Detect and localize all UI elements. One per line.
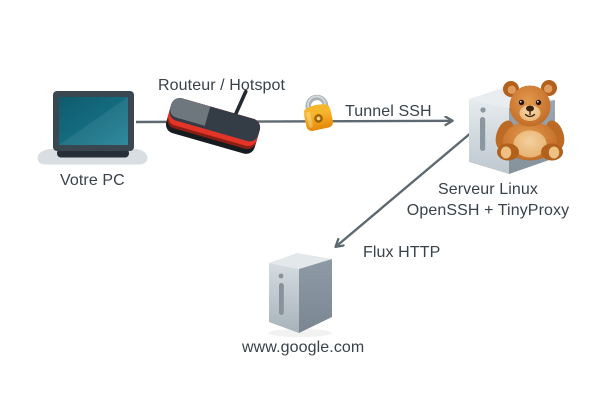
router-icon [165, 89, 261, 154]
ssh-tunnel-label: Tunnel SSH [345, 103, 432, 120]
laptop-keyboard [57, 149, 129, 158]
server-vent-slot [480, 117, 486, 151]
google-server-label: www.google.com [242, 339, 365, 356]
laptop-icon [37, 91, 148, 165]
linux-server-label: Serveur Linux OpenSSH + TinyProxy [398, 179, 578, 221]
server-front-face [269, 263, 299, 333]
server-power-dot [278, 273, 284, 279]
teddy-bear-icon [495, 80, 565, 161]
router-label: Routeur / Hotspot [158, 77, 286, 94]
linux-server-label-line2: OpenSSH + TinyProxy [406, 202, 570, 219]
router-antenna-icon [232, 89, 248, 120]
google-server-icon [268, 253, 332, 337]
laptop-screen [59, 97, 128, 145]
server-vent-slot [279, 283, 284, 315]
server-side-face [299, 259, 332, 333]
bear-eye-left [518, 99, 525, 106]
laptop-screen-sheen [59, 97, 128, 145]
bear-belly [513, 130, 547, 158]
padlock-icon [303, 94, 333, 131]
server-power-dot [480, 107, 486, 113]
bear-nose [526, 105, 534, 112]
bear-eye-right [535, 99, 542, 106]
server-top-face [269, 253, 332, 269]
router-lid [170, 98, 211, 126]
linux-server-label-line1: Serveur Linux [437, 181, 539, 198]
http-flow-arrow [336, 131, 473, 247]
pc-label: Votre PC [60, 172, 125, 189]
http-flow-label: Flux HTTP [363, 244, 441, 261]
bear-mouth [524, 110, 536, 118]
